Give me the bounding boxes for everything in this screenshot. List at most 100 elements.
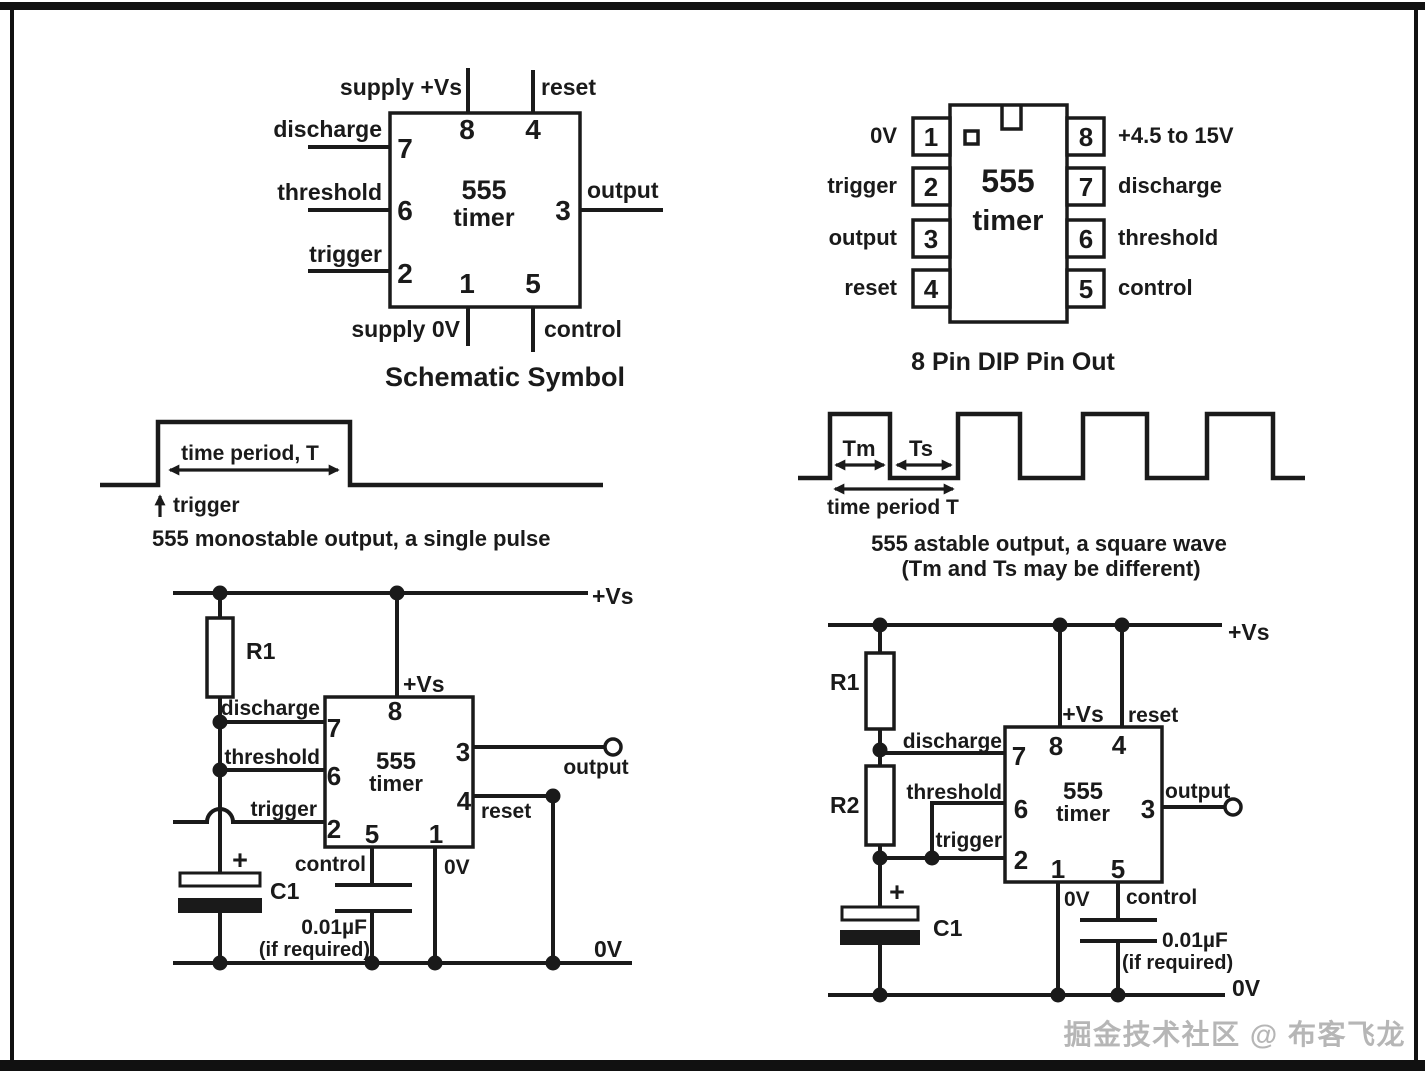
junction-dot — [924, 850, 940, 866]
pin-number-8: 8 — [1049, 731, 1063, 761]
control-label: control — [295, 853, 366, 876]
junction-dot — [364, 955, 380, 971]
dip-pinout-diagram: 1 2 3 4 8 7 6 5 0V trigger output reset … — [827, 103, 1234, 376]
zero-pin-label: 0V — [1064, 888, 1090, 911]
pin-number-6: 6 — [397, 195, 413, 226]
pin-number-1: 1 — [1051, 854, 1065, 884]
wire-trigger-with-hop — [173, 807, 325, 824]
pin-label-output: output — [587, 177, 659, 203]
pin-box-6 — [1065, 218, 1106, 259]
dip-chip-name-timer: timer — [973, 205, 1044, 237]
pin-label-supply-vs: supply +Vs — [340, 74, 462, 100]
cap-value-label: 0.01µF — [301, 916, 367, 939]
pin-label-supply-0v: supply 0V — [351, 316, 460, 342]
square-waveform — [798, 411, 1305, 481]
dip-pin-number-5: 5 — [1079, 274, 1093, 304]
pin-number-5: 5 — [525, 268, 541, 299]
zero-rail-label: 0V — [594, 936, 623, 962]
ic-body — [323, 695, 475, 849]
junction-dot — [545, 955, 561, 971]
pin1-marker — [963, 129, 980, 146]
c1-plate-negative — [178, 898, 262, 913]
astable-waveform: Tm Ts time period T 555 astable output, … — [798, 411, 1305, 581]
pin-box-8 — [1065, 116, 1106, 157]
junction-dot — [1110, 987, 1126, 1003]
junction-dot — [872, 617, 888, 633]
trigger-label: trigger — [173, 494, 240, 517]
junction-dot — [872, 742, 888, 758]
r2-label: R2 — [830, 792, 859, 818]
astable-caption-line2: (Tm and Ts may be different) — [901, 556, 1200, 581]
c1-plate-negative — [840, 930, 920, 945]
junction-dot — [545, 788, 561, 804]
frame-left — [10, 8, 14, 1061]
control-label: control — [1126, 886, 1197, 909]
polarity-plus: + — [232, 845, 248, 875]
pin-label-discharge: discharge — [273, 116, 382, 142]
dip-notch — [1000, 106, 1023, 131]
output-label: output — [1165, 780, 1230, 803]
pin-box-2 — [911, 166, 952, 207]
pin-number-2: 2 — [1014, 845, 1028, 875]
pin-label-trigger: trigger — [309, 241, 382, 267]
pin-number-7: 7 — [327, 713, 341, 743]
junction-dot — [872, 987, 888, 1003]
zero-pin-label: 0V — [444, 856, 470, 879]
pin-number-4: 4 — [525, 114, 541, 145]
junction-dot — [212, 955, 228, 971]
c1-label: C1 — [270, 878, 300, 904]
schematic-title: Schematic Symbol — [385, 362, 625, 392]
dip-label-output: output — [829, 225, 898, 250]
junction-dot — [212, 762, 228, 778]
dip-body — [948, 103, 1069, 324]
cap-note-label: (if required) — [259, 939, 370, 961]
pin-box-5 — [1065, 268, 1106, 309]
dip-label-threshold: threshold — [1118, 225, 1218, 250]
polarity-plus: + — [889, 877, 905, 907]
pin-number-2: 2 — [397, 258, 413, 289]
pin-number-4: 4 — [457, 786, 472, 816]
ic-body — [388, 111, 582, 309]
resistor-r1 — [864, 651, 896, 731]
vs-pin-label: +Vs — [1062, 701, 1104, 727]
schematic-symbol-diagram: supply +Vs reset discharge threshold tri… — [273, 68, 663, 392]
pin-number-2: 2 — [327, 814, 341, 844]
pin-number-5: 5 — [1111, 854, 1125, 884]
dip-label-0v: 0V — [870, 123, 897, 148]
chip-name-555: 555 — [376, 748, 416, 775]
pin-box-4 — [911, 268, 952, 309]
pin-label-threshold: threshold — [277, 179, 382, 205]
pin-number-1: 1 — [429, 819, 443, 849]
resistor-r1 — [205, 616, 235, 699]
chip-name-555: 555 — [1063, 778, 1103, 805]
cap-value-label: 0.01µF — [1162, 929, 1228, 952]
dip-pin-number-4: 4 — [924, 274, 939, 304]
dip-label-supply-range: +4.5 to 15V — [1118, 123, 1234, 148]
pin-box-1 — [911, 116, 952, 157]
junction-dot — [389, 585, 405, 601]
output-terminal — [1223, 797, 1243, 817]
resistor-r2 — [864, 764, 896, 847]
vs-rail-label: +Vs — [592, 583, 634, 609]
dip-pin-number-6: 6 — [1079, 224, 1093, 254]
vs-rail-label: +Vs — [1228, 619, 1270, 645]
pin-box-3 — [911, 218, 952, 259]
watermark-text: 掘金技术社区 @ 布客飞龙 — [1064, 1018, 1406, 1050]
junction-dot — [1114, 617, 1130, 633]
trigger-label: trigger — [250, 798, 317, 821]
dip-chip-name-555: 555 — [981, 163, 1034, 199]
wire-threshold — [930, 801, 1005, 858]
vs-pin-label: +Vs — [403, 671, 445, 697]
threshold-label: threshold — [906, 781, 1002, 804]
pin-number-3: 3 — [456, 737, 470, 767]
astable-caption-line1: 555 astable output, a square wave — [871, 531, 1227, 556]
dip-pin-number-2: 2 — [924, 172, 938, 202]
reset-label: reset — [481, 800, 531, 823]
astable-circuit: +Vs R1 R2 discharge threshold trigger +V… — [828, 617, 1270, 1003]
junction-dot — [872, 850, 888, 866]
monostable-circuit: +Vs R1 discharge threshold trigger +Vs 8… — [173, 583, 634, 971]
pin-number-8: 8 — [459, 114, 475, 145]
dip-title: 8 Pin DIP Pin Out — [911, 348, 1115, 376]
pin-number-6: 6 — [1014, 794, 1028, 824]
